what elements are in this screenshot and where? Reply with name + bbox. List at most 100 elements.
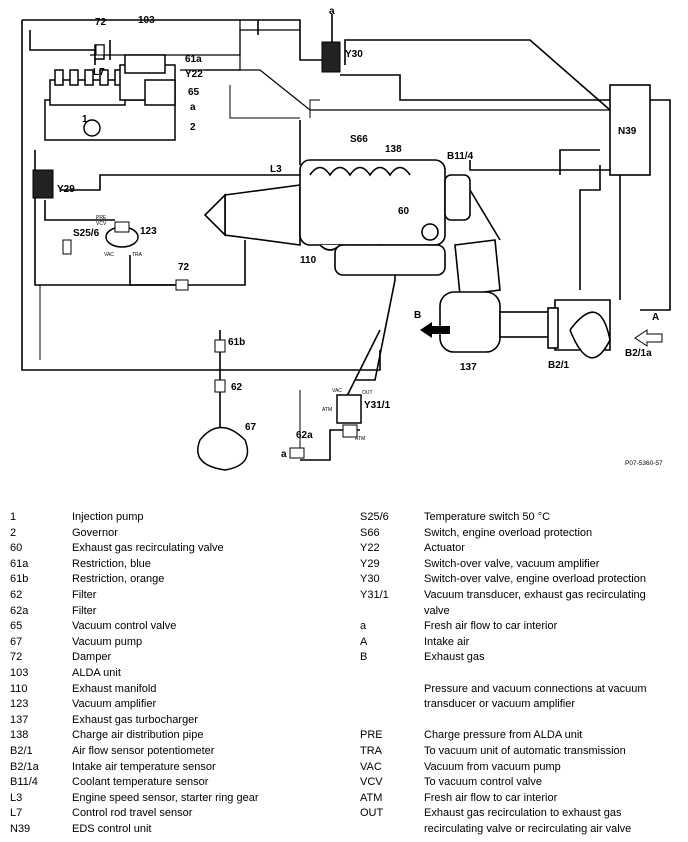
label-vcv: VCV: [96, 221, 107, 227]
legend-code: S25/6: [360, 511, 389, 523]
legend-description: Actuator: [424, 542, 465, 555]
label-123: 123: [140, 226, 157, 237]
label-103: 103: [138, 15, 155, 26]
label-vac2: VAC: [332, 388, 342, 394]
legend-description: Restriction, blue: [72, 557, 151, 570]
legend-description: Governor: [72, 526, 118, 539]
label-2: 2: [190, 122, 196, 133]
label-65: 65: [188, 87, 200, 98]
legend-code: B2/1a: [10, 760, 39, 773]
label-l3: L3: [270, 164, 282, 175]
label-y22: Y22: [185, 69, 203, 80]
legend-code: A: [360, 635, 368, 648]
legend-description: Vacuum amplifier: [72, 698, 157, 711]
legend-description: Switch-over valve, engine overload prote…: [424, 573, 646, 586]
legend-description: Filter: [72, 588, 97, 601]
label-a-cap: A: [652, 312, 659, 323]
label-137: 137: [460, 362, 477, 373]
label-72-top: 72: [95, 17, 107, 28]
label-n39: N39: [618, 126, 637, 137]
legend-description: Injection pump: [72, 511, 144, 523]
label-1: 1: [82, 114, 88, 125]
legend-row: S25/6 Temperature switch 50 °C: [360, 510, 647, 526]
legend-row: TRA To vacuum unit of automatic transmiss…: [360, 744, 647, 760]
label-s25-6: S25/6: [73, 228, 100, 239]
legend-description: Exhaust gas recirculating valve: [72, 542, 224, 555]
legend-description: Filter: [72, 604, 97, 617]
legend-description: Intake air temperature sensor: [72, 760, 216, 773]
legend-code: TRA: [360, 744, 382, 757]
label-a-bottom: a: [281, 449, 287, 460]
label-a-mid: a: [190, 102, 196, 113]
legend-row: Y29 Switch-over valve, vacuum amplifier: [360, 557, 647, 573]
legend-code: 67: [10, 635, 23, 648]
label-b11-4: B11/4: [447, 151, 474, 162]
legend-code: Y31/1: [360, 588, 389, 601]
legend-row: Y22 Actuator: [360, 541, 647, 557]
legend-row: 62 Filter: [10, 588, 259, 604]
connections-note: Pressure and vacuum connections at vacuu…: [424, 682, 647, 695]
legend-row: 67 Vacuum pump: [10, 635, 259, 651]
legend-code: 62a: [10, 604, 29, 617]
legend-description: Vacuum control valve: [72, 620, 177, 633]
legend-description: Temperature switch 50 °C: [424, 511, 551, 523]
legend-code: L7: [10, 807, 23, 820]
legend-description: Switch-over valve, vacuum amplifier: [424, 557, 600, 570]
legend-description: Vacuum pump: [72, 635, 143, 648]
label-b: B: [414, 310, 421, 321]
label-y30: Y30: [345, 49, 363, 60]
legend-code: ATM: [360, 791, 383, 804]
legend-description-continued: recirculating valve or recirculating air…: [424, 822, 632, 835]
legend-description: To vacuum unit of automatic transmission: [424, 744, 626, 757]
legend-description: Intake air: [424, 635, 470, 648]
legend-code: 103: [10, 666, 29, 679]
legend-row: 62a Filter: [10, 604, 259, 620]
legend-code: 60: [10, 542, 23, 555]
legend-description: Exhaust gas: [424, 651, 485, 664]
legend-description-continued: valve: [424, 604, 450, 617]
legend-description: EDS control unit: [72, 822, 152, 835]
legend-code: 137: [10, 713, 29, 726]
label-110: 110: [300, 255, 317, 266]
legend-code: 110: [10, 682, 28, 695]
legend-code: Y30: [360, 573, 380, 586]
legend-row: 61a Restriction, blue: [10, 557, 259, 573]
legend-code: Y22: [360, 542, 380, 555]
legend-row: N39 EDS control unit: [10, 822, 259, 838]
label-60: 60: [398, 206, 410, 217]
legend-description: Fresh air flow to car interior: [424, 620, 558, 633]
legend-code: VCV: [360, 776, 383, 789]
legend-description: ALDA unit: [72, 666, 121, 679]
legend-code: N39: [10, 822, 31, 835]
legend-row: B2/1a Intake air temperature sensor: [10, 760, 259, 776]
label-atm2: ATM: [355, 436, 365, 442]
label-61b: 61b: [228, 337, 245, 348]
connections-note: transducer or vacuum amplifier: [424, 698, 576, 711]
label-a-top: a: [329, 6, 335, 17]
legend-description: Damper: [72, 651, 112, 664]
legend-code: Y29: [360, 557, 380, 570]
legend-code: 2: [10, 526, 17, 539]
legend-code: 62: [10, 588, 23, 601]
legend-description: Exhaust gas recirculation to exhaust gas: [424, 807, 622, 820]
legend-code: 61a: [10, 557, 29, 570]
legend-code: 61b: [10, 573, 29, 586]
label-pre: PRE: [96, 215, 107, 221]
legend-row: 2 Governor: [10, 526, 259, 542]
